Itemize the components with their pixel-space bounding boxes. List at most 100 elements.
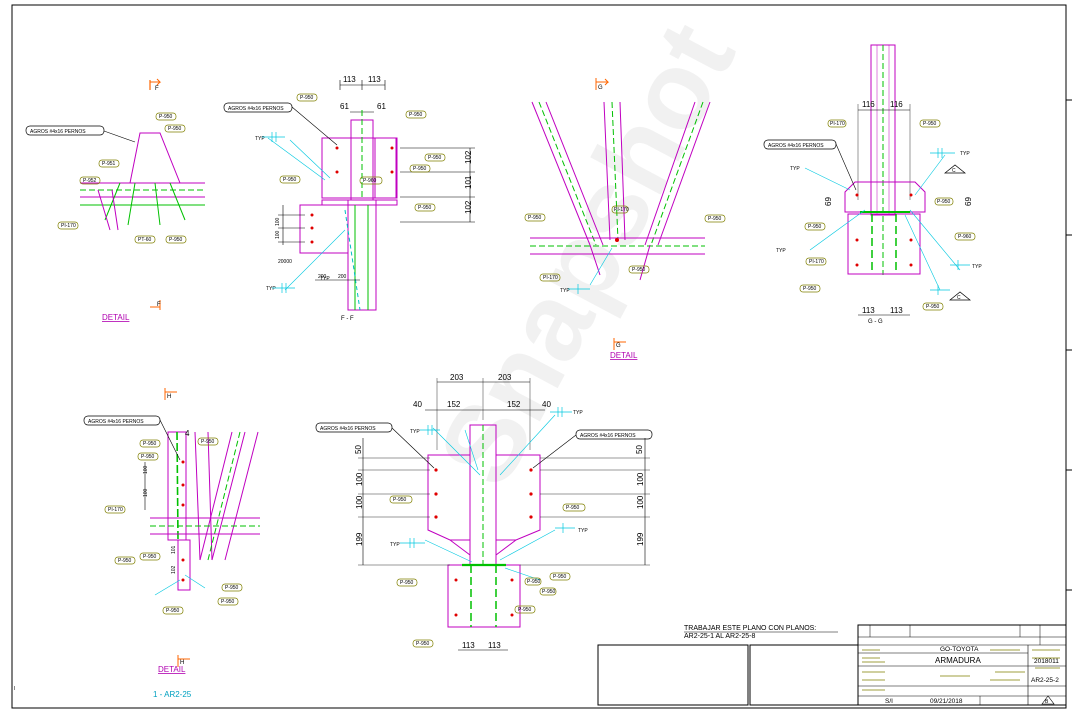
drawing-line — [321, 199, 398, 206]
drawing-line — [909, 193, 913, 197]
drawing-line — [555, 523, 575, 533]
drawing-line — [615, 238, 619, 242]
drawing-label: P-950 — [201, 439, 215, 445]
drawing-label: 100 — [275, 230, 281, 239]
tags-h: P-950 P-950 P-950 PI-170 P-950 P-950 P-9… — [104, 437, 243, 615]
drawing-line — [154, 579, 181, 596]
drawing-line — [98, 159, 120, 168]
drawing-line — [409, 164, 431, 173]
drawing-label: H — [180, 660, 184, 666]
drawing-line — [79, 176, 101, 185]
drawing-label: P-950 — [118, 558, 132, 564]
drawing-label: TYP — [560, 288, 570, 294]
drawing-label: TYP — [255, 136, 265, 142]
drawing-line — [181, 460, 185, 464]
drawing-label: P-950 — [937, 199, 951, 205]
drawing-label: P-950 — [808, 224, 822, 230]
drawing-label: P-950 — [527, 579, 541, 585]
drawing-line — [359, 176, 383, 185]
drawing-line — [524, 213, 546, 222]
dim-text: 61 — [377, 102, 386, 111]
job-number: 2018011 — [1034, 658, 1059, 665]
drawing-line — [613, 338, 626, 350]
drawing-label: 102 — [464, 150, 473, 164]
drawing-line — [611, 205, 629, 214]
drawing-line — [539, 273, 561, 282]
drawing-number: AR2-25-2 — [1031, 677, 1059, 684]
drawing-label: C — [952, 168, 956, 174]
tags-g: P-950 PI-170 P-950 P-950 PI-170 — [524, 205, 726, 282]
drawing-label: P-960 — [958, 234, 972, 240]
drawing-line — [335, 170, 339, 174]
drawing-line — [805, 257, 827, 266]
drawing-line — [134, 235, 156, 244]
dim-text: 113 — [343, 75, 356, 84]
drawing-line — [97, 189, 119, 231]
drawing-group — [154, 574, 206, 596]
drawing-label: 102 — [171, 565, 177, 574]
drawing-label: PI-170 — [809, 259, 824, 265]
drawing-line — [176, 431, 179, 541]
section-marker-h[interactable]: H — [164, 388, 177, 400]
drawing-line — [930, 285, 950, 295]
drawing-line — [177, 655, 190, 667]
section-marker-f[interactable]: F — [149, 78, 162, 92]
drawing-line — [449, 539, 517, 556]
drawing-label: P-950 — [225, 585, 239, 591]
drawing-line — [454, 578, 458, 582]
drawing-line — [804, 222, 826, 231]
section-marker-f-bottom[interactable]: F — [150, 300, 161, 310]
drawing-line — [390, 146, 394, 150]
drawing-line — [589, 247, 613, 286]
drawing-label: 113 — [890, 306, 903, 315]
drawing-label: 20000 — [278, 259, 292, 265]
drawing-label: 101 — [171, 545, 177, 554]
drawing-label: P-951 — [102, 161, 116, 167]
drawing-label: PI-170 — [108, 507, 123, 513]
drawing-line — [799, 284, 821, 293]
drawing-line — [434, 515, 438, 519]
drawing-label: 116 — [890, 100, 903, 109]
scale: S/I — [885, 698, 893, 705]
drawing-label: PI-170 — [830, 121, 845, 127]
section-marker-g-bottom[interactable]: G — [613, 338, 626, 350]
drawing-line — [104, 182, 186, 226]
drawing-label: P-950 — [283, 177, 297, 183]
drawing-line — [562, 503, 586, 512]
section-marker-g[interactable]: G — [595, 78, 610, 91]
drawing-line — [611, 101, 619, 241]
drawing-label: P-950 — [708, 216, 722, 222]
drawing-label: G — [616, 343, 621, 349]
detail-caption-h[interactable]: DETAIL — [158, 665, 186, 674]
drawing-label: 100 — [355, 495, 364, 509]
drawing-label: AGROS #4x16 PERNOS — [768, 143, 824, 149]
drawing-line — [165, 235, 187, 244]
drawing-line — [749, 644, 859, 706]
drawing-line — [139, 439, 161, 448]
drawing-line — [279, 175, 301, 184]
drawing-label: P-950 — [143, 554, 157, 560]
drawing-line — [267, 137, 326, 181]
drawing-line — [454, 613, 458, 617]
drawing-line — [809, 209, 866, 251]
drawing-line — [644, 101, 711, 246]
drawing-label: TYP — [578, 528, 588, 534]
drawing-line — [164, 124, 186, 133]
drawing-label: P-950 — [553, 574, 567, 580]
section-title-ff: F - F — [341, 316, 354, 322]
drawing-line — [181, 503, 185, 507]
tags-hh: P-950 P-950 P-950 P-950 P-950 P-950 P-95… — [389, 495, 586, 648]
drawing-label: 152 — [447, 400, 461, 409]
detail-caption-g[interactable]: DETAIL — [610, 351, 638, 360]
section-marker-h-bottom[interactable]: H — [177, 655, 190, 667]
drawing-label: PT-60 — [138, 237, 152, 243]
drawing-group — [181, 460, 185, 582]
callout-text: AGROS #4x16 PERNOS — [30, 129, 86, 135]
drawing-label: P-950 — [923, 121, 937, 127]
detail-caption-f[interactable]: DETAIL — [102, 313, 130, 322]
drawing-label: PI-170 — [543, 275, 558, 281]
drawing-line — [857, 624, 1067, 706]
drawing-line — [940, 649, 1025, 681]
drawing-line — [531, 101, 604, 246]
drawing-line — [922, 302, 944, 311]
